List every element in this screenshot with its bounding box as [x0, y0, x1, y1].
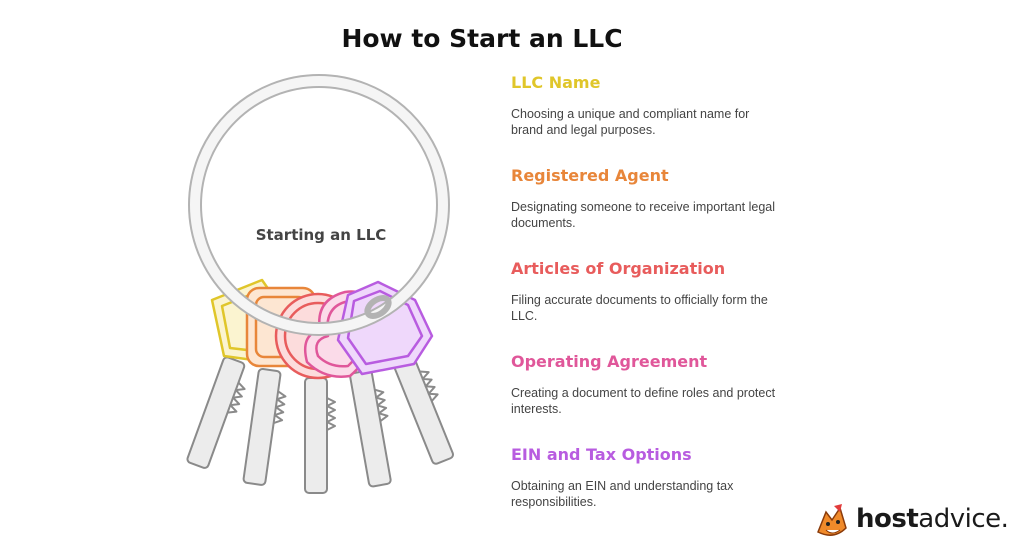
step-description: Choosing a unique and compliant name for…: [511, 107, 750, 137]
step-ein-and-tax-options: EIN and Tax Options Obtaining an EIN and…: [511, 445, 781, 510]
key-2-icon: [242, 367, 287, 486]
fox-mascot-icon: [817, 504, 847, 536]
step-title: Articles of Organization: [511, 259, 726, 278]
step-title: Registered Agent: [511, 166, 669, 185]
step-description: Obtaining an EIN and understanding tax r…: [511, 479, 734, 509]
logo-text-host: host: [856, 504, 919, 534]
keyring-icon: [188, 74, 450, 336]
step-title: Operating Agreement: [511, 352, 708, 371]
key-head-purple: [336, 280, 434, 376]
key-1-icon: [186, 356, 246, 469]
logo-text: hostadvice.: [856, 504, 1009, 534]
step-title: EIN and Tax Options: [511, 445, 692, 464]
page-title: How to Start an LLC: [341, 24, 623, 53]
step-description: Designating someone to receive important…: [511, 200, 776, 230]
key-3-icon: [304, 377, 336, 494]
logo-text-advice: advice.: [918, 504, 1009, 534]
step-description: Creating a document to define roles and …: [511, 386, 776, 416]
keys: [186, 353, 454, 494]
key-4-icon: [349, 369, 392, 488]
step-title: LLC Name: [511, 73, 601, 92]
step-description: Filing accurate documents to officially …: [511, 293, 768, 323]
step-llc-name: LLC Name Choosing a unique and compliant…: [511, 73, 781, 138]
center-label: Starting an LLC: [256, 226, 387, 244]
step-registered-agent: Registered Agent Designating someone to …: [511, 166, 781, 231]
key-heads: [210, 278, 434, 380]
step-articles-of-organization: Articles of Organization Filing accurate…: [511, 259, 781, 324]
step-operating-agreement: Operating Agreement Creating a document …: [511, 352, 781, 417]
hostadvice-logo[interactable]: hostadvice.: [812, 502, 1009, 542]
